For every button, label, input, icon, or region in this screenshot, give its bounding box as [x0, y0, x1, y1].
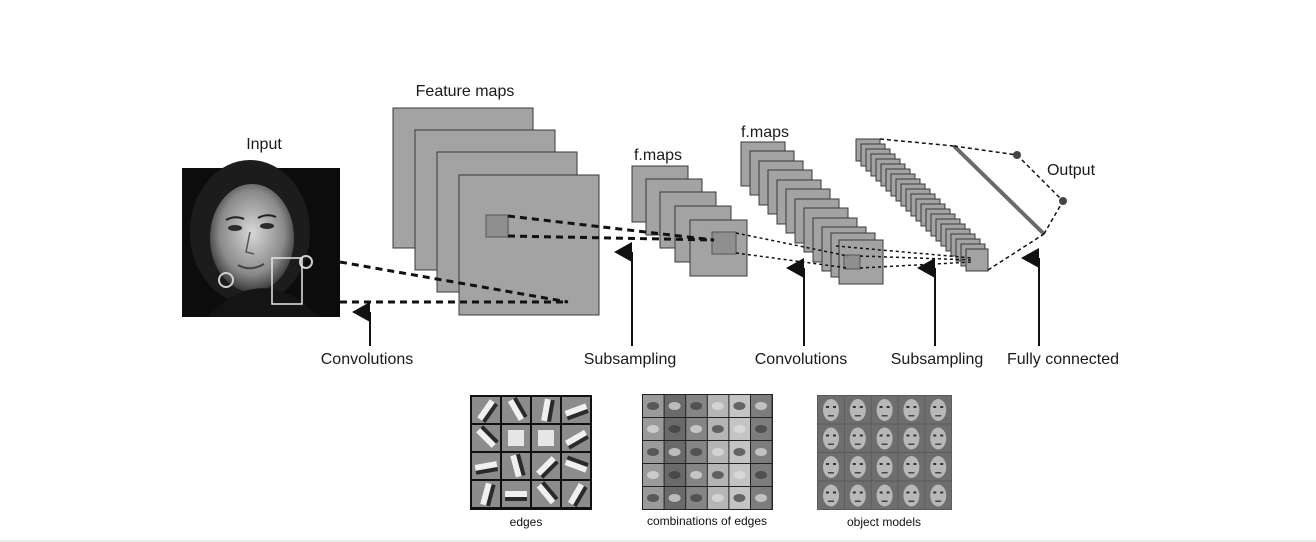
receptive-field-box	[271, 257, 303, 305]
output-node-1	[1013, 151, 1021, 159]
stage-arrows	[352, 242, 1040, 346]
fmaps-stack-1	[631, 165, 748, 277]
fmaps-stack-2	[740, 141, 884, 285]
fmaps2-to-subsampled-connections	[835, 245, 973, 269]
fmaps-1-patch	[711, 231, 737, 255]
input-label: Input	[246, 136, 282, 153]
caption-object-models: object models	[847, 515, 921, 529]
stage-label-convolutions-1: Convolutions	[321, 351, 414, 368]
fmaps-1-label: f.maps	[634, 147, 682, 164]
fully-connected-layer	[879, 138, 1067, 271]
fmaps-2-patch	[843, 254, 861, 270]
edges-grid-image	[470, 395, 592, 510]
object-models-grid-image	[817, 395, 952, 510]
stage-label-subsampling-2: Subsampling	[891, 351, 984, 368]
subsampled-maps-stack	[855, 138, 989, 272]
fmaps-2-label: f.maps	[741, 124, 789, 141]
caption-edges: edges	[510, 515, 543, 529]
caption-combinations: combinations of edges	[647, 514, 767, 528]
output-node-2	[1059, 197, 1067, 205]
stage-label-convolutions-2: Convolutions	[755, 351, 848, 368]
feature-map-patch	[485, 214, 509, 238]
input-photo	[182, 160, 340, 317]
featuremap-to-fmaps-connections	[507, 214, 715, 242]
stage-label-subsampling-1: Subsampling	[584, 351, 677, 368]
feature-maps-stack	[392, 107, 600, 316]
bottom-divider	[0, 540, 1316, 542]
stage-label-fully-connected: Fully connected	[1007, 351, 1119, 368]
combinations-grid-image	[642, 394, 773, 510]
input-to-featuremap-connections	[339, 260, 569, 304]
feature-maps-label: Feature maps	[416, 83, 515, 100]
output-label: Output	[1047, 162, 1096, 179]
